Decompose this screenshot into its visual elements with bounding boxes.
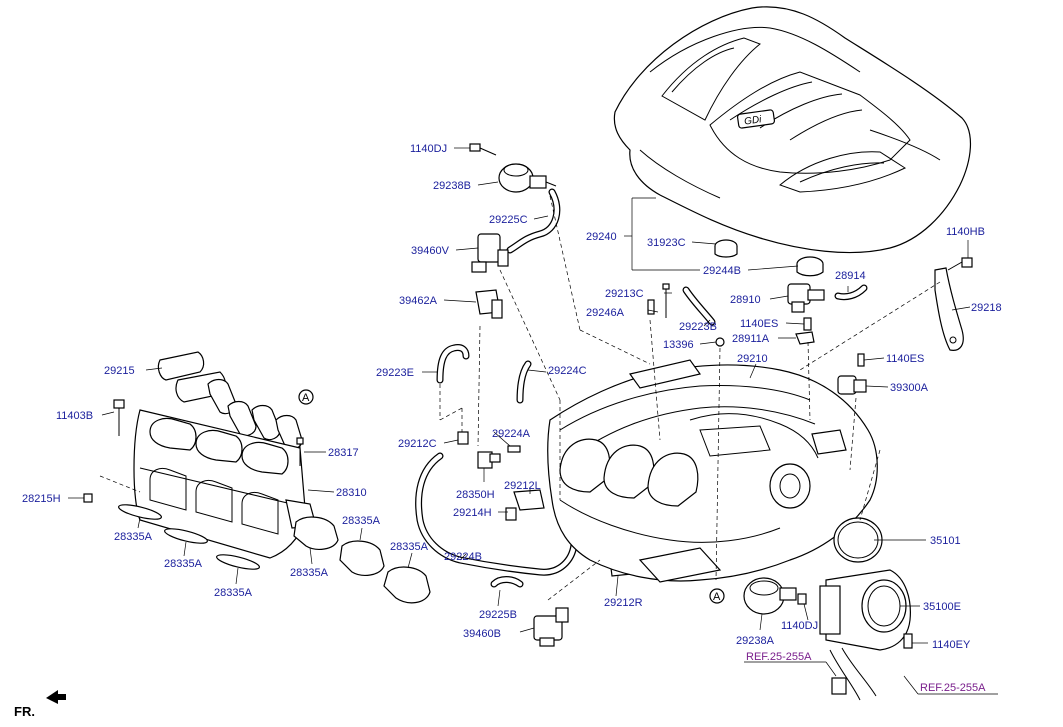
sensor-39300a (837, 375, 867, 395)
plenum-28310 (133, 409, 317, 559)
label-a-left: A (302, 392, 310, 404)
marker-a-right: A (709, 588, 725, 604)
label-28335a-2: 28335A (164, 558, 203, 570)
label-28310: 28310 (336, 487, 367, 499)
valve-39460v (471, 233, 509, 273)
label-28914: 28914 (835, 270, 866, 282)
label-29240: 29240 (586, 231, 617, 243)
label-29213c: 29213C (605, 288, 644, 300)
pcv-valve-28910 (787, 283, 825, 313)
label-28910: 28910 (730, 294, 761, 306)
bolt-1140dj-top (469, 143, 497, 156)
cover-emblem: GDi (744, 114, 763, 127)
label-35100e: 35100E (923, 601, 961, 613)
label-29225c: 29225C (489, 214, 528, 226)
bolt-1140hb (947, 257, 973, 271)
label-11403b: 11403B (56, 410, 93, 422)
label-29223b: 29223B (679, 321, 717, 333)
label-29244b: 29244B (703, 265, 741, 277)
label-28335a-3: 28335A (214, 587, 253, 599)
label-31923c: 31923C (647, 237, 686, 249)
label-1140dj-top: 1140DJ (410, 143, 447, 155)
leader-lines (68, 147, 998, 695)
throttle-body-35100e (819, 569, 911, 701)
label-29224a: 29224A (492, 428, 531, 440)
label-28317: 28317 (328, 447, 359, 459)
gasket-29215 (157, 351, 303, 451)
part-labels: 1140DJ 29238B 29225C 39460V 39462A 29240… (22, 143, 1002, 694)
label-29218: 29218 (971, 302, 1002, 314)
label-29215: 29215 (104, 365, 135, 377)
engine-cover: GDi (613, 6, 972, 254)
valve-39460b (533, 607, 569, 647)
front-arrow: FR. (14, 690, 66, 719)
solenoid-valve-29238b (498, 163, 557, 193)
front-label: FR. (14, 704, 35, 719)
label-1140dj-b: 1140DJ (781, 620, 818, 632)
label-29238b: 29238B (433, 180, 471, 192)
intake-manifold-29210 (547, 359, 878, 583)
bracket-29218 (934, 267, 964, 351)
bolt-11403b (113, 399, 125, 436)
dashed-guides (99, 195, 941, 601)
label-29214h: 29214H (453, 507, 492, 519)
label-28335a-1: 28335A (114, 531, 153, 543)
label-1140ey: 1140EY (932, 639, 971, 651)
label-a-right: A (713, 591, 721, 603)
label-29212r: 29212R (604, 597, 643, 609)
label-29210: 29210 (737, 353, 768, 365)
label-39460b: 39460B (463, 628, 501, 640)
actuator-29238a (743, 577, 797, 615)
label-39462a: 39462A (399, 295, 438, 307)
label-29225b: 29225B (479, 609, 517, 621)
label-29246a: 29246A (586, 307, 625, 319)
ref-link-1[interactable]: REF.25-255A (746, 651, 812, 663)
label-1140es-b: 1140ES (886, 353, 924, 365)
label-28215h: 28215H (22, 493, 61, 505)
grommet-31923c (714, 239, 738, 258)
label-13396: 13396 (663, 339, 694, 351)
label-28911a: 28911A (732, 333, 770, 345)
label-39300a: 39300A (890, 382, 929, 394)
label-28350h: 28350H (456, 489, 495, 501)
label-29212l: 29212L (504, 480, 541, 492)
ref-link-2[interactable]: REF.25-255A (920, 682, 986, 694)
label-29224c: 29224C (548, 365, 587, 377)
label-29238a: 29238A (736, 635, 775, 647)
label-1140hb: 1140HB (946, 226, 985, 238)
label-29223e: 29223E (376, 367, 414, 379)
label-39460v: 39460V (411, 245, 450, 257)
label-35101: 35101 (930, 535, 961, 547)
bracket-39462a (475, 289, 503, 319)
marker-a-left: A (298, 389, 314, 405)
label-1140es-a: 1140ES (740, 318, 778, 330)
label-29212c: 29212C (398, 438, 437, 450)
grommet-29244b (796, 256, 824, 277)
fitting-28350h (477, 451, 501, 469)
label-28335a-4: 28335A (342, 515, 381, 527)
label-29224b: 29224B (444, 551, 482, 563)
label-28335a-5: 28335A (390, 541, 429, 553)
label-28335a-6: 28335A (290, 567, 329, 579)
